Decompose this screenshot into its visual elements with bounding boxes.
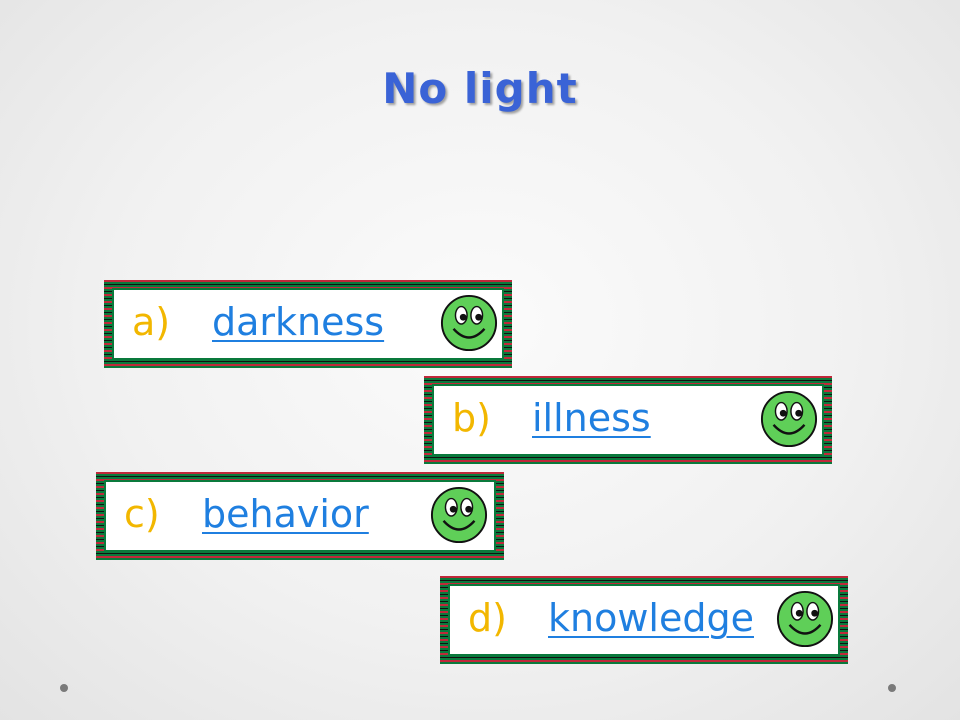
- option-a-box[interactable]: a) darkness: [104, 280, 512, 368]
- option-d-letter: d): [468, 596, 507, 640]
- option-a-answer-link[interactable]: darkness: [212, 300, 385, 344]
- option-c-inner: c) behavior: [104, 480, 496, 552]
- option-b-box[interactable]: b) illness: [424, 376, 832, 464]
- option-a-letter: a): [132, 300, 171, 344]
- slide-title: No light: [382, 64, 578, 113]
- option-b-answer-link[interactable]: illness: [532, 396, 651, 440]
- option-b-letter: b): [452, 396, 491, 440]
- smiley-face-icon: [430, 486, 488, 544]
- smiley-face-icon: [440, 294, 498, 352]
- option-c-letter: c): [124, 492, 160, 536]
- option-b-inner: b) illness: [432, 384, 824, 456]
- decorative-dot-right: [888, 684, 896, 692]
- decorative-dot-left: [60, 684, 68, 692]
- option-d-box[interactable]: d) knowledge: [440, 576, 848, 664]
- option-c-box[interactable]: c) behavior: [96, 472, 504, 560]
- smiley-face-icon: [760, 390, 818, 448]
- smiley-face-icon: [776, 590, 834, 648]
- option-a-inner: a) darkness: [112, 288, 504, 360]
- option-d-inner: d) knowledge: [448, 584, 840, 656]
- option-c-answer-link[interactable]: behavior: [202, 492, 369, 536]
- option-d-answer-link[interactable]: knowledge: [548, 596, 754, 640]
